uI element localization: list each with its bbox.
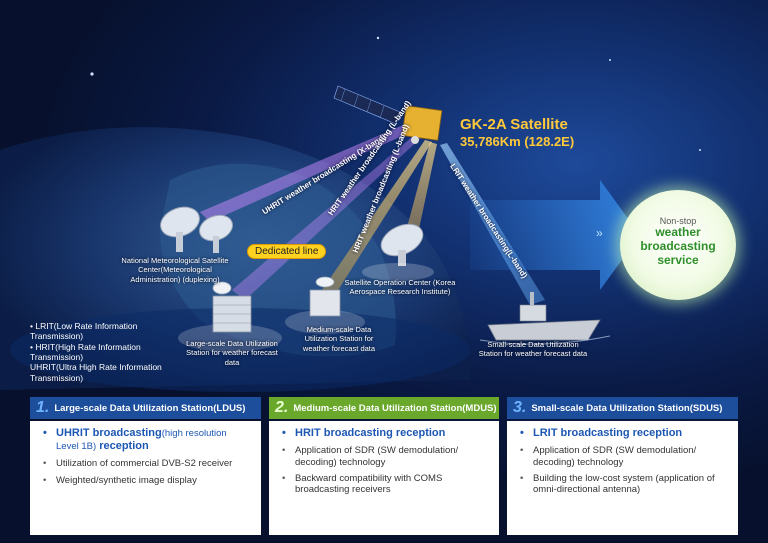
panel-item: Building the low-cost system (applicatio… <box>520 473 728 496</box>
lead-tail: reception <box>96 440 149 453</box>
panel-title: Large-scale Data Utilization Station(LDU… <box>54 402 246 414</box>
lead-sub: (high resolution Level 1B) <box>56 428 227 453</box>
panel-sdus: 3. Small-scale Data Utilization Station(… <box>507 397 738 537</box>
star <box>699 149 701 151</box>
panel-lead: HRIT broadcasting reception <box>282 427 489 440</box>
panel-title: Small-scale Data Utilization Station(SDU… <box>531 402 723 414</box>
service-pre: Non-stop <box>659 216 697 226</box>
uhrit-beam <box>200 120 420 222</box>
nmsc-label: National Meteorological Satellite Center… <box>121 256 229 284</box>
legend-line: Transmission) <box>30 331 84 342</box>
star <box>376 36 380 40</box>
panel-2-head-bg <box>269 397 499 419</box>
panel-sdus-body: LRIT broadcasting reception Application … <box>507 421 738 535</box>
hrit-beam <box>322 140 432 295</box>
service-line-2: broadcasting <box>640 238 716 253</box>
lead-main: UHRIT broadcasting <box>56 427 162 439</box>
nmsc-dish-icon <box>160 206 233 253</box>
ground-ellipse <box>10 308 470 392</box>
satellite-icon <box>333 85 443 144</box>
ldus-building-icon <box>178 281 282 352</box>
star <box>609 59 611 61</box>
panel-sdus-head: 3. Small-scale Data Utilization Station(… <box>507 397 738 419</box>
panel-item: Weighted/synthetic image display <box>43 475 251 487</box>
soc-dish-icon <box>362 223 434 281</box>
panel-number: 3. <box>513 399 527 416</box>
star <box>90 72 94 76</box>
legend-line: • HRIT(High Rate Information <box>30 341 141 352</box>
ldus-label: Large-scale Data Utilization Station for… <box>186 339 278 367</box>
acronym-legend: • LRIT(Low Rate Information Transmission… <box>30 321 162 383</box>
panel-item: Application of SDR (SW demodulation/ dec… <box>282 445 489 468</box>
panel-item: Application of SDR (SW demodulation/ dec… <box>520 445 728 468</box>
dedicated-line-label: Dedicated line <box>247 244 327 259</box>
panel-title: Medium-scale Data Utilization Station(MD… <box>293 402 497 414</box>
panel-ldus-head: 1. Large-scale Data Utilization Station(… <box>30 397 261 419</box>
legend-line: Transmission) <box>30 352 84 363</box>
panel-number: 1. <box>36 399 50 416</box>
legend-line: Transmission) <box>30 372 84 383</box>
panel-number: 2. <box>275 399 289 416</box>
panel-item: Utilization of commercial DVB-S2 receive… <box>43 458 251 470</box>
satellite-orbit: 35,786Km (128.2E) <box>460 134 575 149</box>
sdus-ship-icon <box>479 292 611 345</box>
panel-mdus: 2. Medium-scale Data Utilization Station… <box>269 397 499 537</box>
panel-ldus-body: UHRIT broadcasting(high resolution Level… <box>30 421 261 535</box>
mdus-antenna-icon <box>285 276 365 334</box>
service-line-1: weather <box>655 225 701 239</box>
panel-mdus-body: HRIT broadcasting reception Application … <box>269 421 499 535</box>
sdus-label: Small-scale Data Utilization Station for… <box>478 340 588 359</box>
service-circle: Non-stop weather broadcasting service <box>620 190 736 300</box>
soc-label: Satellite Operation Center (Korea Aerosp… <box>344 278 456 297</box>
service-arrow <box>470 180 640 290</box>
chevron-icon: » <box>596 226 603 240</box>
panel-3-head-bg <box>507 397 738 419</box>
mdus-label: Medium-scale Data Utilization Station fo… <box>302 325 376 353</box>
legend-line: • LRIT(Low Rate Information <box>30 321 138 331</box>
panel-1-head-bg <box>30 397 261 419</box>
hrit-beam-2 <box>402 142 437 248</box>
service-line-3: service <box>657 252 699 267</box>
panel-lead: LRIT broadcasting reception <box>520 427 728 440</box>
panel-ldus: 1. Large-scale Data Utilization Station(… <box>30 397 261 537</box>
panel-lead: UHRIT broadcasting(high resolution Level… <box>43 427 251 453</box>
panel-item: Backward compatibility with COMS broadca… <box>282 473 489 496</box>
panel-mdus-head: 2. Medium-scale Data Utilization Station… <box>269 397 499 419</box>
satellite-name: GK-2A Satellite <box>460 116 568 133</box>
legend-line: UHRIT(Ultra High Rate Information <box>30 362 162 373</box>
